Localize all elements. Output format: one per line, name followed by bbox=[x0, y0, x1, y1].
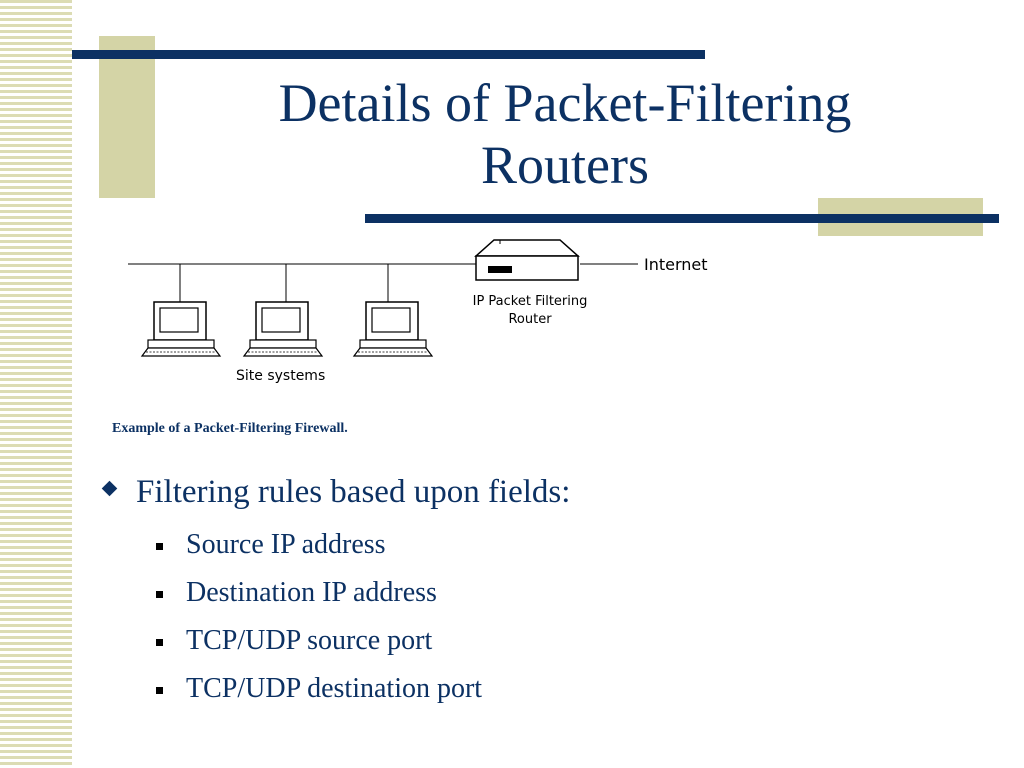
computer-icon-1 bbox=[140, 301, 222, 357]
square-bullet-icon bbox=[156, 543, 163, 550]
main-bullet: Filtering rules based upon fields: bbox=[101, 472, 571, 512]
list-item: Source IP address bbox=[152, 528, 482, 576]
list-item-text: Destination IP address bbox=[186, 577, 437, 608]
diagram-caption: Example of a Packet-Filtering Firewall. bbox=[112, 421, 348, 436]
internet-label: Internet bbox=[644, 255, 708, 274]
decorative-bar-top bbox=[72, 50, 705, 59]
square-bullet-icon bbox=[156, 639, 163, 646]
list-item: TCP/UDP source port bbox=[152, 624, 482, 672]
network-diagram-drawing bbox=[128, 239, 638, 357]
list-item: TCP/UDP destination port bbox=[152, 672, 482, 720]
decorative-block-top bbox=[99, 36, 155, 198]
site-systems-label: Site systems bbox=[236, 368, 326, 384]
square-bullet-icon bbox=[156, 687, 163, 694]
left-stripe-band bbox=[0, 0, 72, 768]
computer-icon-3 bbox=[352, 301, 434, 357]
slide-title: Details of Packet-Filtering Routers bbox=[160, 72, 970, 196]
diamond-bullet-icon bbox=[101, 480, 118, 497]
slide-title-line2: Routers bbox=[481, 135, 649, 195]
router-label: IP Packet Filtering Router bbox=[454, 293, 606, 329]
list-item-text: Source IP address bbox=[186, 529, 386, 560]
main-bullet-text: Filtering rules based upon fields: bbox=[136, 474, 571, 510]
list-item: Destination IP address bbox=[152, 576, 482, 624]
slide-title-line1: Details of Packet-Filtering bbox=[278, 73, 852, 133]
router-label-line2: Router bbox=[508, 312, 552, 327]
router-icon bbox=[474, 239, 580, 281]
list-item-text: TCP/UDP source port bbox=[186, 625, 433, 656]
decorative-bar-bottom bbox=[365, 214, 999, 223]
square-bullet-icon bbox=[156, 591, 163, 598]
router-label-line1: IP Packet Filtering bbox=[472, 294, 588, 309]
sub-bullet-list: Source IP address Destination IP address… bbox=[152, 528, 482, 720]
computer-icon-2 bbox=[242, 301, 324, 357]
network-diagram: Internet IP Packet Filtering Router Site… bbox=[120, 232, 740, 392]
list-item-text: TCP/UDP destination port bbox=[186, 673, 483, 704]
